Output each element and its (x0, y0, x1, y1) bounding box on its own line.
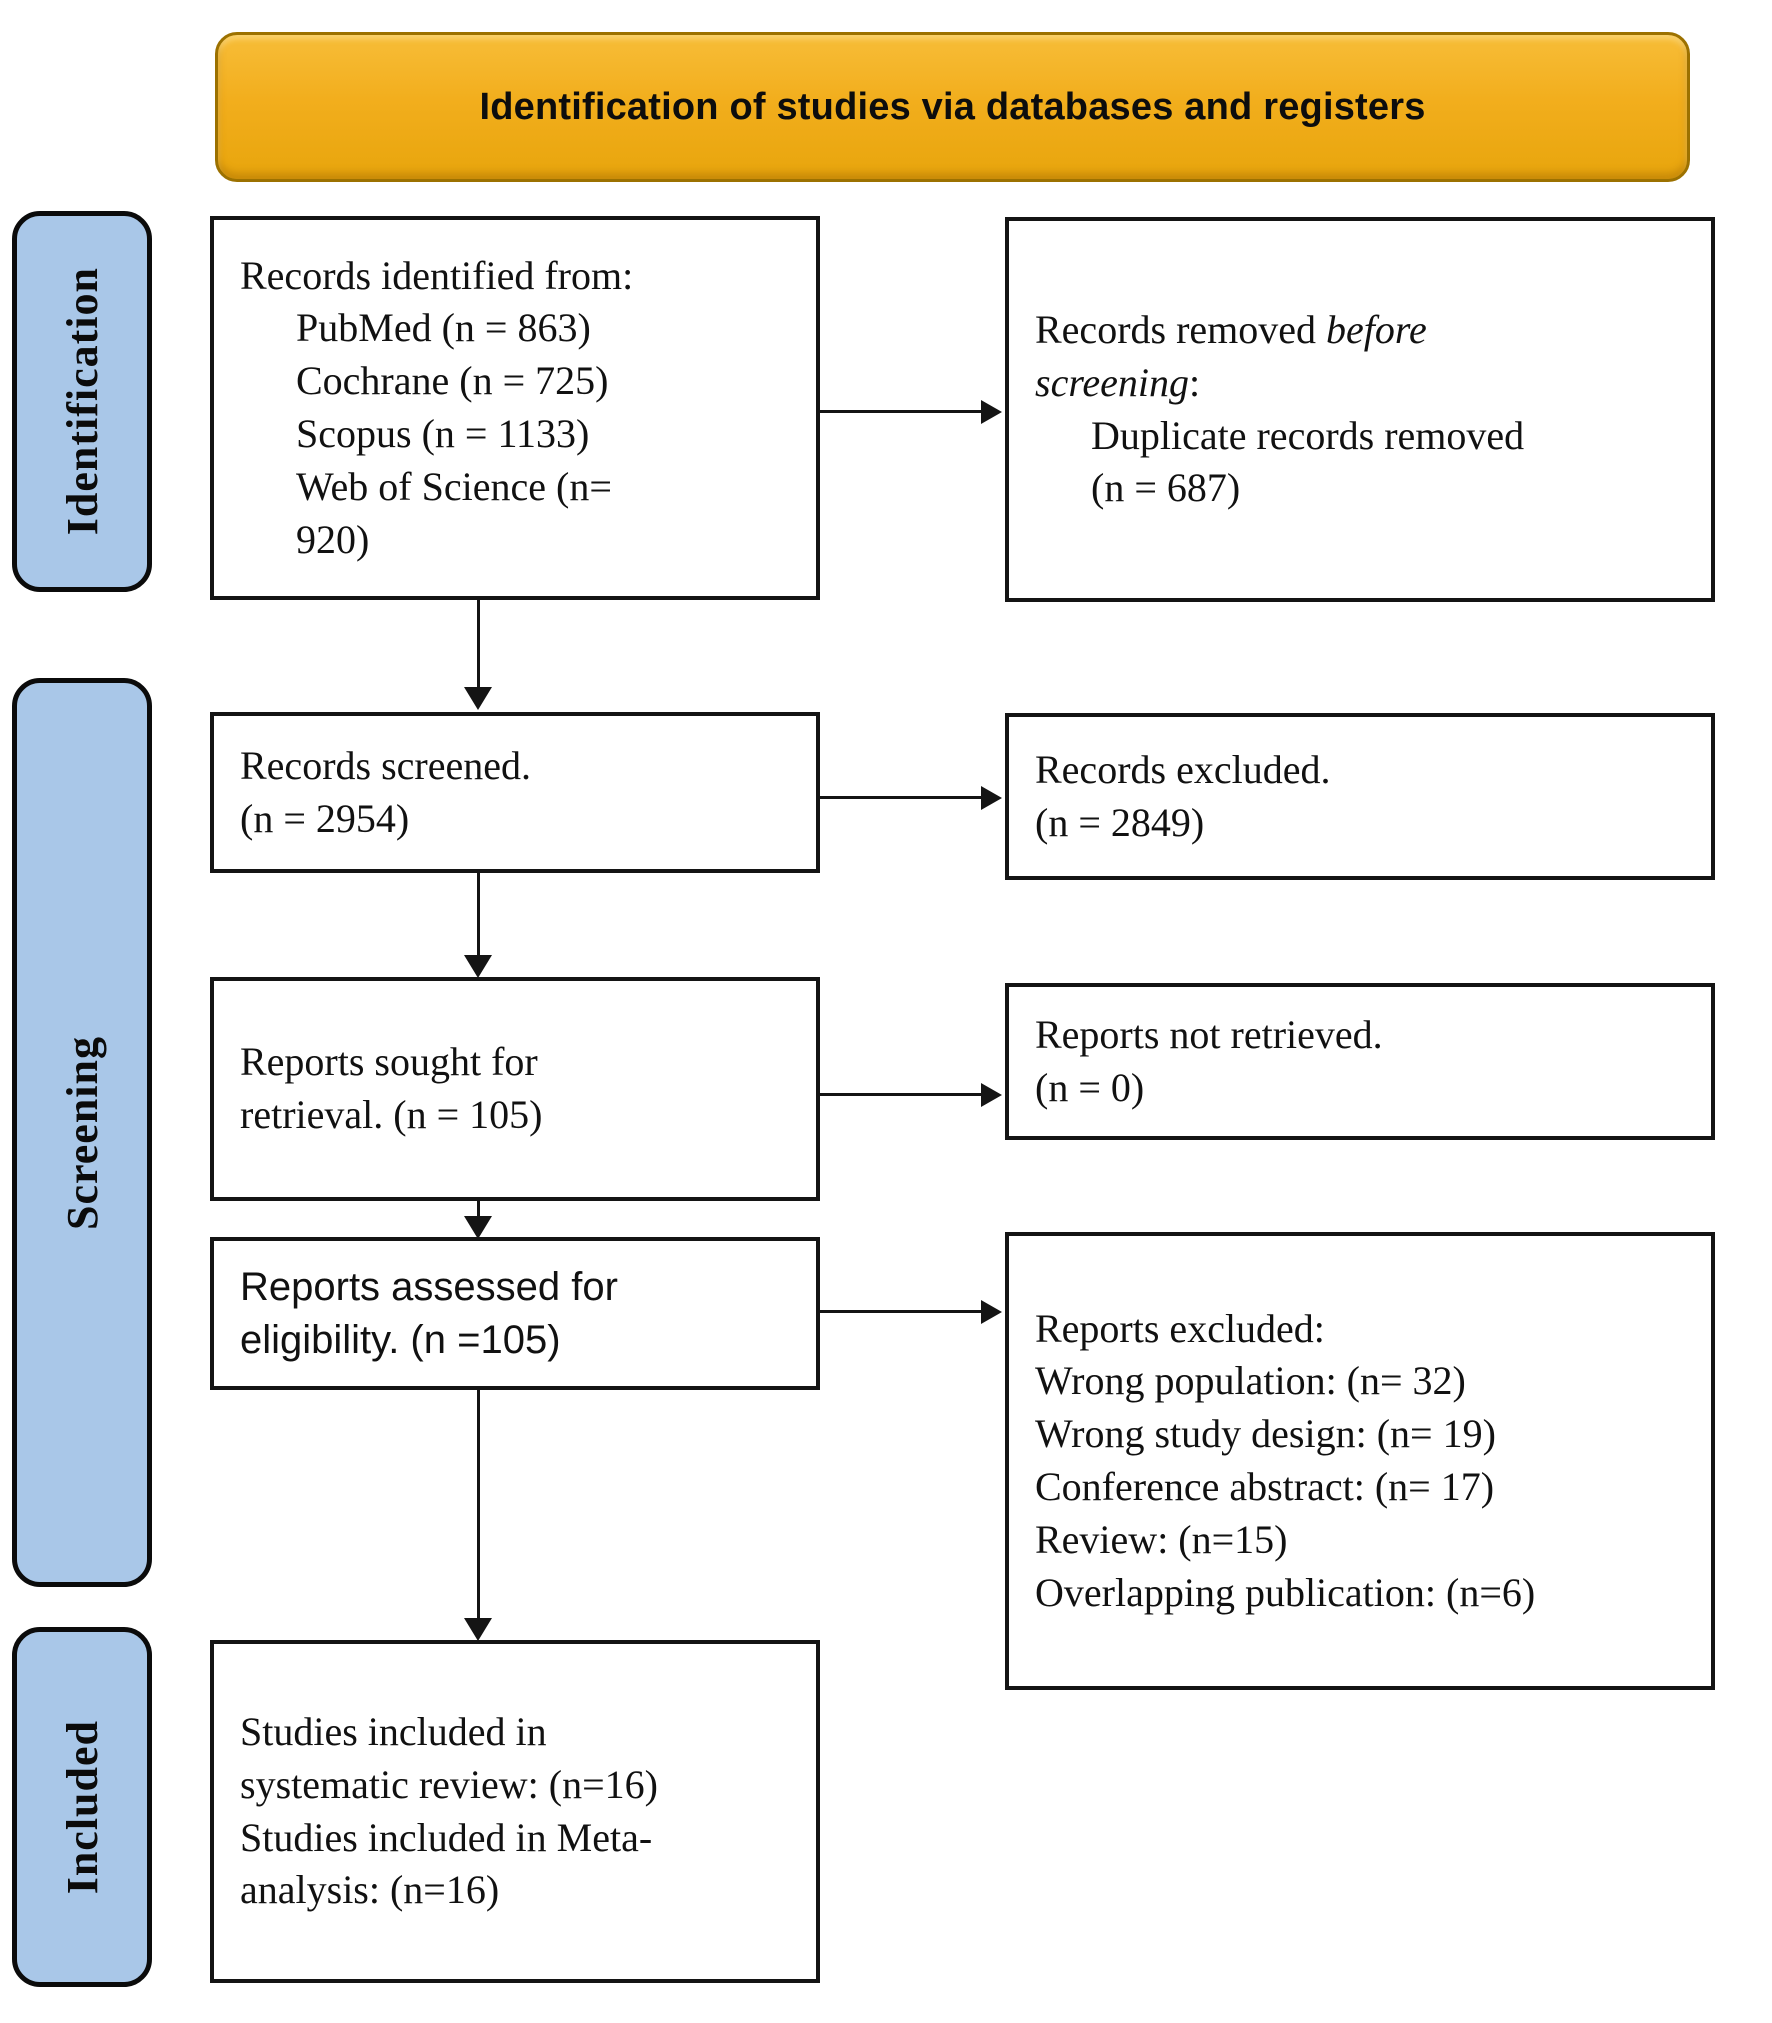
duplicates-removed-line1: Duplicate records removed (1091, 412, 1525, 458)
box-records-screened: Records screened. (n = 2954) (210, 712, 820, 873)
records-identified-intro: Records identified from: (240, 252, 634, 298)
records-removed-line2: screening: (1035, 357, 1693, 410)
records-removed-prefix: Records removed (1035, 306, 1327, 352)
box-records-removed: Records removed before screening: Duplic… (1005, 217, 1715, 602)
arrow-identified-to-removed-line (820, 410, 983, 413)
reason-wrong-study-design: Wrong study design: (n= 19) (1035, 1411, 1496, 1457)
arrow-screened-to-excluded-line (820, 796, 983, 799)
records-excluded-line2: (n = 2849) (1035, 799, 1205, 845)
arrow-sought-to-assessed-line (477, 1201, 480, 1218)
stage-included-label: Included (57, 1719, 107, 1895)
records-removed-line1: Records removed before (1035, 304, 1693, 357)
arrowhead-right-icon (981, 1300, 1002, 1324)
box-reports-assessed: Reports assessed for eligibility. (n =10… (210, 1237, 820, 1390)
reason-review: Review: (n=15) (1035, 1516, 1288, 1562)
records-excluded-line1: Records excluded. (1035, 746, 1331, 792)
arrowhead-down-icon (464, 1618, 492, 1641)
arrowhead-right-icon (981, 400, 1002, 424)
studies-included-line4: analysis: (n=16) (240, 1867, 500, 1913)
source-web-of-science-wrap: 920) (296, 516, 370, 562)
arrowhead-down-icon (464, 687, 492, 710)
reason-overlapping-publication: Overlapping publication: (n=6) (1035, 1569, 1536, 1615)
stage-screening: Screening (12, 678, 152, 1587)
reports-not-retrieved-line1: Reports not retrieved. (1035, 1011, 1383, 1057)
source-scopus: Scopus (n = 1133) (296, 411, 590, 456)
reports-assessed-line1: Reports assessed for (240, 1264, 618, 1309)
box-studies-included: Studies included in systematic review: (… (210, 1640, 820, 1983)
duplicates-removed-line2: (n = 687) (1091, 465, 1241, 511)
reports-assessed-line2: eligibility. (n =105) (240, 1317, 561, 1362)
reason-conference-abstract: Conference abstract: (n= 17) (1035, 1464, 1495, 1509)
header-banner: Identification of studies via databases … (215, 32, 1690, 182)
arrowhead-right-icon (981, 786, 1002, 810)
reports-sought-line2: retrieval. (n = 105) (240, 1092, 543, 1137)
arrow-assessed-to-included-line (477, 1390, 480, 1621)
arrowhead-down-icon (464, 1216, 492, 1239)
arrow-identified-to-screened-line (477, 600, 480, 689)
arrowhead-down-icon (464, 955, 492, 978)
box-records-excluded: Records excluded. (n = 2849) (1005, 713, 1715, 880)
records-screened-line1: Records screened. (240, 742, 531, 788)
reason-wrong-population: Wrong population: (n= 32) (1035, 1358, 1466, 1404)
box-reports-excluded-reasons: Reports excluded: Wrong population: (n= … (1005, 1232, 1715, 1690)
studies-included-line1: Studies included in (240, 1708, 547, 1754)
source-pubmed: PubMed (n = 863) (296, 305, 591, 351)
studies-included-line2: systematic review: (n=16) (240, 1761, 658, 1807)
arrow-screened-to-sought-line (477, 873, 480, 957)
stage-screening-label: Screening (57, 1035, 107, 1230)
arrowhead-right-icon (981, 1083, 1002, 1107)
stage-identification-label: Identification (57, 267, 107, 536)
arrow-sought-to-not-retrieved-line (820, 1093, 983, 1096)
arrow-assessed-to-reasons-line (820, 1310, 983, 1313)
records-removed-italic-screening: screening (1035, 359, 1190, 405)
header-title: Identification of studies via databases … (479, 85, 1426, 128)
box-records-identified: Records identified from: PubMed (n = 863… (210, 216, 820, 600)
reports-not-retrieved-line2: (n = 0) (1035, 1064, 1145, 1110)
source-cochrane: Cochrane (n = 725) (296, 358, 609, 404)
stage-identification: Identification (12, 211, 152, 592)
records-screened-line2: (n = 2954) (240, 795, 410, 841)
box-reports-not-retrieved: Reports not retrieved. (n = 0) (1005, 983, 1715, 1140)
box-reports-sought: Reports sought for retrieval. (n = 105) (210, 977, 820, 1201)
stage-included: Included (12, 1627, 152, 1987)
records-removed-colon: : (1189, 359, 1201, 405)
reports-sought-line1: Reports sought for (240, 1039, 538, 1085)
reports-excluded-title: Reports excluded: (1035, 1305, 1325, 1351)
records-removed-italic-before: before (1326, 306, 1427, 352)
studies-included-line3: Studies included in Meta- (240, 1814, 653, 1860)
source-web-of-science: Web of Science (n= (296, 463, 612, 509)
